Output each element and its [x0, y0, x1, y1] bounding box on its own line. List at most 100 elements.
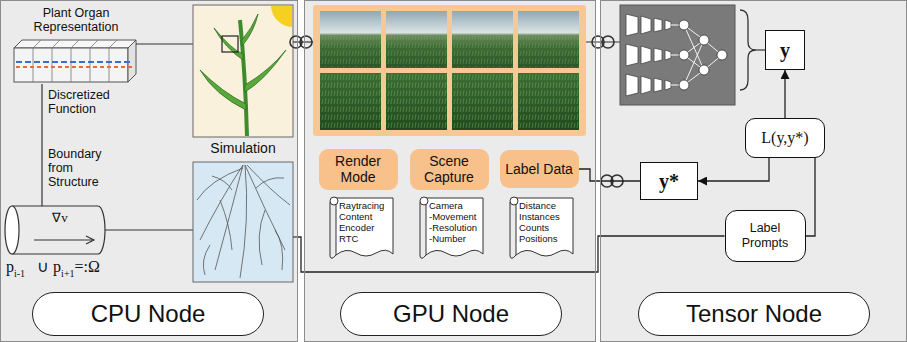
network-figure: [699, 65, 709, 75]
network-figure: [620, 5, 735, 105]
rendered-image-grid: [452, 73, 513, 130]
panel-title: GPU Node: [340, 292, 562, 336]
flow-cylinder: [98, 206, 105, 254]
plant-simulation-figure: [193, 5, 293, 137]
scroll-roll: [330, 197, 338, 205]
connector: [784, 70, 785, 118]
connector: [579, 169, 641, 181]
annotation-label: Boundary from Structure: [48, 147, 118, 189]
data-wire: [293, 41, 313, 42]
network-figure: [626, 14, 679, 36]
flow-cylinder: [105, 229, 193, 230]
rendered-image-grid: [518, 36, 579, 68]
node-text: y: [780, 39, 790, 62]
flow-cylinder: [12, 206, 98, 254]
link-knot-symbol: [300, 36, 312, 48]
connector: [806, 158, 816, 236]
formula-term: =:Ω: [75, 257, 100, 277]
formula-row: pi-1 ∪ pi+1=:Ω: [6, 257, 100, 284]
network-figure: [679, 20, 689, 30]
option-box: Scene Capture: [410, 149, 489, 190]
network-figure: [699, 35, 709, 45]
network-figure: [679, 50, 689, 60]
compute-panel: Render Mode Scene Capture Label DataRaytra…: [304, 0, 596, 342]
output-brace: [740, 10, 756, 90]
plant-simulation-figure: [271, 6, 292, 27]
network-figure: [620, 5, 735, 105]
option-box: Render Mode: [319, 149, 398, 190]
network-figure: [684, 25, 722, 85]
rendered-image-grid: [386, 73, 447, 130]
scroll-outline: [426, 198, 483, 256]
root-structure-figure: [193, 162, 293, 282]
network-figure: [626, 74, 679, 96]
network-figure: [717, 50, 727, 60]
formula-term: i-1: [14, 264, 25, 284]
rendered-image-grid: [313, 5, 586, 136]
node-text: Distance Instances Counts Positions: [519, 200, 571, 244]
panel-title: Tensor Node: [638, 292, 870, 336]
scroll-roll: [510, 202, 516, 258]
plant-simulation-figure: [193, 5, 293, 137]
node-text: L(y,y*): [761, 129, 808, 147]
rendered-image-grid: [320, 73, 381, 130]
connector: [698, 158, 769, 181]
panel-ground: [304, 0, 596, 342]
panel-title: CPU Node: [32, 292, 264, 336]
flow-cylinder: [5, 206, 19, 254]
node-text: Raytracing Content Encoder RTC: [339, 200, 391, 244]
panel-ground: [600, 0, 907, 342]
link-knot-symbol: [602, 36, 614, 48]
rendered-image-grid: [386, 11, 447, 68]
plant-simulation-figure: [245, 50, 286, 92]
boundary-line: [42, 84, 43, 206]
network-figure: [679, 80, 689, 90]
plant-organ-figure: [16, 66, 132, 68]
node-text: Camera -Movement -Resolution -Number: [429, 200, 481, 244]
root-structure-figure: [193, 162, 298, 282]
plant-simulation-figure: [222, 36, 238, 52]
node-text: Label Data: [505, 161, 573, 177]
rendered-image-grid: [518, 73, 579, 130]
scroll-roll: [510, 197, 518, 205]
output-brace: [756, 49, 765, 50]
annotation-label: Discretized Function: [48, 88, 133, 116]
rendered-image-grid: [320, 73, 381, 130]
formula-term: ∪ p: [37, 257, 61, 277]
plant-simulation-figure: [200, 70, 246, 110]
formula-term: p: [6, 257, 14, 277]
rendered-image-grid: [313, 5, 586, 136]
rendered-image-grid: [518, 11, 579, 68]
flow-cylinder: [34, 236, 94, 244]
flow-cylinder: [5, 206, 193, 254]
node-text: Label Prompts: [726, 221, 805, 251]
scroll-roll: [330, 202, 336, 258]
scroll-outline: [516, 198, 573, 256]
node-text: y*: [659, 170, 679, 193]
annotation-label: Simulation: [193, 140, 293, 156]
settings-scroll: Raytracing Content Encoder RTC: [326, 194, 396, 266]
rendered-image-grid: [386, 73, 447, 130]
rendered-image-grid: [518, 73, 579, 130]
link-knot-symbol: [290, 36, 623, 187]
annotation-label: Plant Organ Representation: [10, 6, 142, 34]
compute-panel: y y* L(y,y*) Label PromptsTensor Node: [600, 0, 907, 342]
plant-simulation-figure: [214, 28, 243, 60]
rendered-image-grid: [452, 11, 513, 68]
plant-organ-figure: [16, 61, 132, 63]
rendered-image-grid: [386, 36, 447, 68]
panel-ground: [0, 0, 298, 342]
target-box: y*: [640, 162, 698, 200]
output-box: y: [765, 30, 805, 70]
scroll-roll: [420, 202, 426, 258]
compute-panel: CPU Node: [0, 0, 298, 342]
formula-term: i+1: [61, 264, 74, 284]
plant-organ-figure: [14, 40, 222, 82]
scroll-outline: [336, 198, 393, 256]
output-brace: [740, 10, 765, 90]
node-text: Scene Capture: [410, 153, 489, 185]
prompt-box: Label Prompts: [725, 210, 806, 262]
